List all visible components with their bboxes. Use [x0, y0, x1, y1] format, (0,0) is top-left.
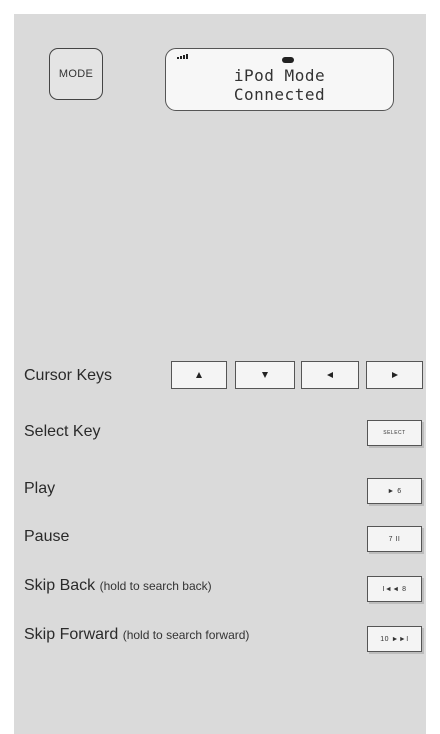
row-label-text: Select Key	[24, 423, 101, 440]
skip-back-label: Skip Back (hold to search back)	[24, 577, 212, 595]
arrow-up-icon	[196, 372, 202, 378]
row-label-text: Pause	[24, 528, 70, 545]
cursor-keys-label: Cursor Keys	[24, 367, 112, 385]
row-label-text: Skip Back	[24, 577, 96, 594]
skip-forward-label: Skip Forward (hold to search forward)	[24, 626, 249, 644]
row-label-text: Cursor Keys	[24, 367, 113, 384]
row-hint-text: (hold to search forward)	[122, 628, 250, 642]
arrow-left-icon	[327, 372, 333, 378]
pause-label: Pause	[24, 528, 69, 546]
play-key[interactable]: ► 6	[367, 478, 422, 504]
row-label-text: Skip Forward	[24, 626, 119, 643]
row-hint-text: (hold to search back)	[99, 579, 212, 593]
pause-key-text: 7 II	[388, 535, 401, 543]
select-key-label: Select Key	[24, 423, 100, 441]
play-key-text: ► 6	[387, 487, 402, 495]
skip-back-key-text: I◄◄ 8	[382, 585, 407, 593]
signal-icon	[177, 54, 188, 59]
skip-forward-key[interactable]: 10 ►►I	[367, 626, 422, 652]
play-label: Play	[24, 480, 55, 498]
display-line-1: iPod Mode	[233, 66, 326, 85]
cursor-left-key[interactable]	[301, 361, 359, 389]
select-key[interactable]: SELECT	[367, 420, 422, 446]
skip-back-key[interactable]: I◄◄ 8	[367, 576, 422, 602]
cursor-right-key[interactable]	[366, 361, 423, 389]
mode-button[interactable]: MODE	[49, 48, 103, 100]
lcd-display: iPod Mode Connected	[165, 48, 394, 111]
arrow-right-icon	[391, 372, 398, 378]
skip-forward-key-text: 10 ►►I	[380, 635, 409, 643]
display-line-2: Connected	[233, 85, 326, 104]
battery-icon	[282, 57, 294, 63]
arrow-down-icon	[262, 372, 268, 378]
cursor-down-key[interactable]	[235, 361, 295, 389]
pause-key[interactable]: 7 II	[367, 526, 422, 552]
cursor-up-key[interactable]	[171, 361, 227, 389]
row-label-text: Play	[24, 480, 56, 497]
select-key-text: SELECT	[383, 430, 406, 436]
